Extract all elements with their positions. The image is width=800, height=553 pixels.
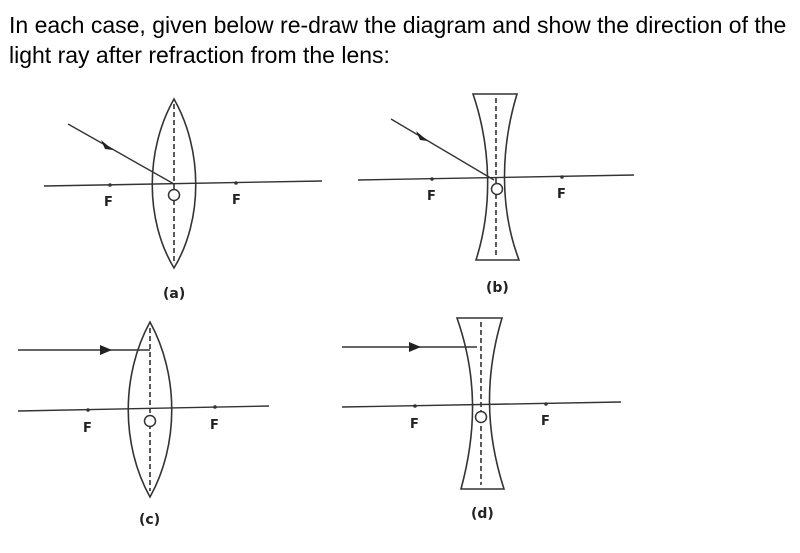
ray-arrow — [416, 131, 428, 141]
caption-a: (a) — [163, 286, 185, 302]
focus-point-left — [108, 183, 112, 187]
diagram-a: F F (a) — [43, 97, 323, 302]
convex-lens — [127, 320, 173, 499]
focus-label-left: F — [104, 195, 113, 210]
focus-point-left — [86, 408, 90, 412]
caption-d: (d) — [471, 506, 494, 522]
optical-centre — [167, 188, 181, 202]
focus-point-right — [213, 405, 217, 409]
focus-label-right: F — [541, 414, 550, 429]
caption-c: (c) — [139, 512, 160, 528]
principal-axis — [43, 180, 323, 187]
question-text: In each case, given below re-draw the di… — [9, 12, 787, 68]
focus-label-right: F — [232, 193, 241, 208]
optical-centre — [143, 414, 157, 428]
concave-lens — [471, 93, 521, 261]
principal-axis — [357, 174, 635, 181]
focus-point-left — [430, 177, 434, 181]
diagram-d: F F (d) — [341, 317, 622, 522]
focus-label-right: F — [557, 187, 566, 202]
focus-label-left: F — [410, 417, 419, 432]
convex-lens — [151, 97, 197, 270]
diagram-c: F F (c) — [17, 320, 270, 528]
incident-ray — [67, 123, 175, 185]
diagram-b: F F (b) — [357, 93, 635, 296]
optical-centre — [490, 182, 504, 196]
concave-lens — [455, 317, 506, 490]
focus-point-right — [560, 175, 564, 179]
incident-ray — [390, 118, 495, 181]
focus-label-right: F — [210, 418, 219, 433]
focus-label-left: F — [83, 421, 92, 436]
focus-point-left — [413, 404, 417, 408]
ray-arrow — [409, 342, 421, 352]
focus-point-right — [544, 402, 548, 406]
focus-label-left: F — [427, 189, 436, 204]
caption-b: (b) — [486, 280, 509, 296]
ray-arrow — [101, 140, 113, 150]
principal-axis — [17, 405, 270, 412]
focus-point-right — [234, 181, 238, 185]
ray-arrow — [100, 345, 112, 355]
optical-centre — [474, 410, 488, 424]
